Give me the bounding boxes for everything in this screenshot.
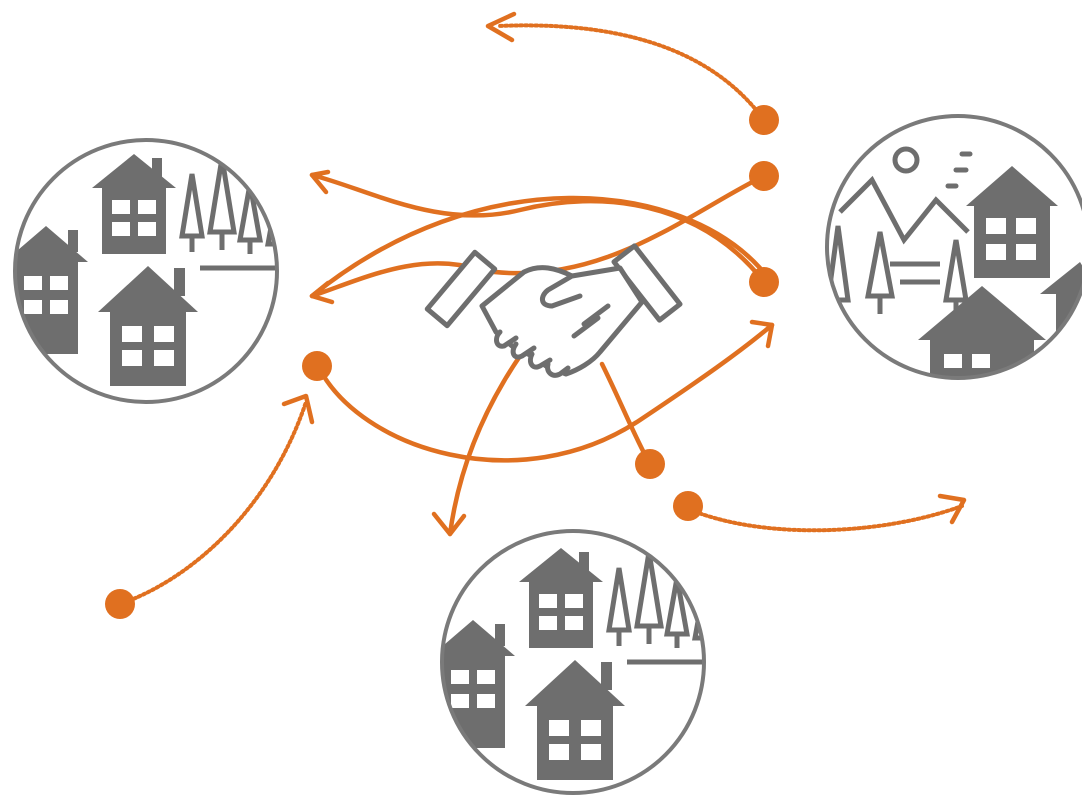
mountain-village-icon	[825, 114, 1082, 380]
dotted-flows	[118, 23, 964, 606]
dotted-flow-top	[496, 23, 766, 122]
dotted-arrow-heads	[281, 11, 967, 525]
arrow-head-left-upper	[309, 169, 331, 195]
solid-flows	[309, 169, 775, 537]
dot-center-bottom	[635, 449, 665, 479]
dot-right-top	[749, 105, 779, 135]
village-left-icon	[13, 138, 279, 404]
flow-dots	[105, 105, 779, 619]
dot-right-upper	[749, 161, 779, 191]
flow-center-to-bottom	[447, 353, 523, 537]
arrow-head-down	[431, 511, 467, 537]
dot-left	[302, 351, 332, 381]
flow-center-to-dot	[599, 361, 653, 467]
village-bottom-icon	[440, 529, 706, 795]
dotted-arrow-head-top	[485, 11, 517, 43]
handshake-icon	[424, 243, 683, 378]
arrow-head-left-lower	[309, 280, 335, 305]
flow-right-to-left-upper	[309, 172, 767, 285]
dotted-flow-left	[118, 400, 308, 606]
dot-bottom-left	[105, 589, 135, 619]
dotted-arrow-head-left	[281, 393, 315, 425]
dot-bottom-right	[673, 491, 703, 521]
dotted-flow-bottom-right	[684, 504, 964, 533]
dot-right-middle	[749, 267, 779, 297]
arrow-head-right	[749, 319, 775, 349]
dotted-arrow-head-bottom-right	[937, 493, 967, 525]
flow-arc-top	[309, 173, 767, 299]
flow-arc-bottom	[315, 322, 775, 463]
flow-arc-top-outer	[309, 195, 763, 299]
